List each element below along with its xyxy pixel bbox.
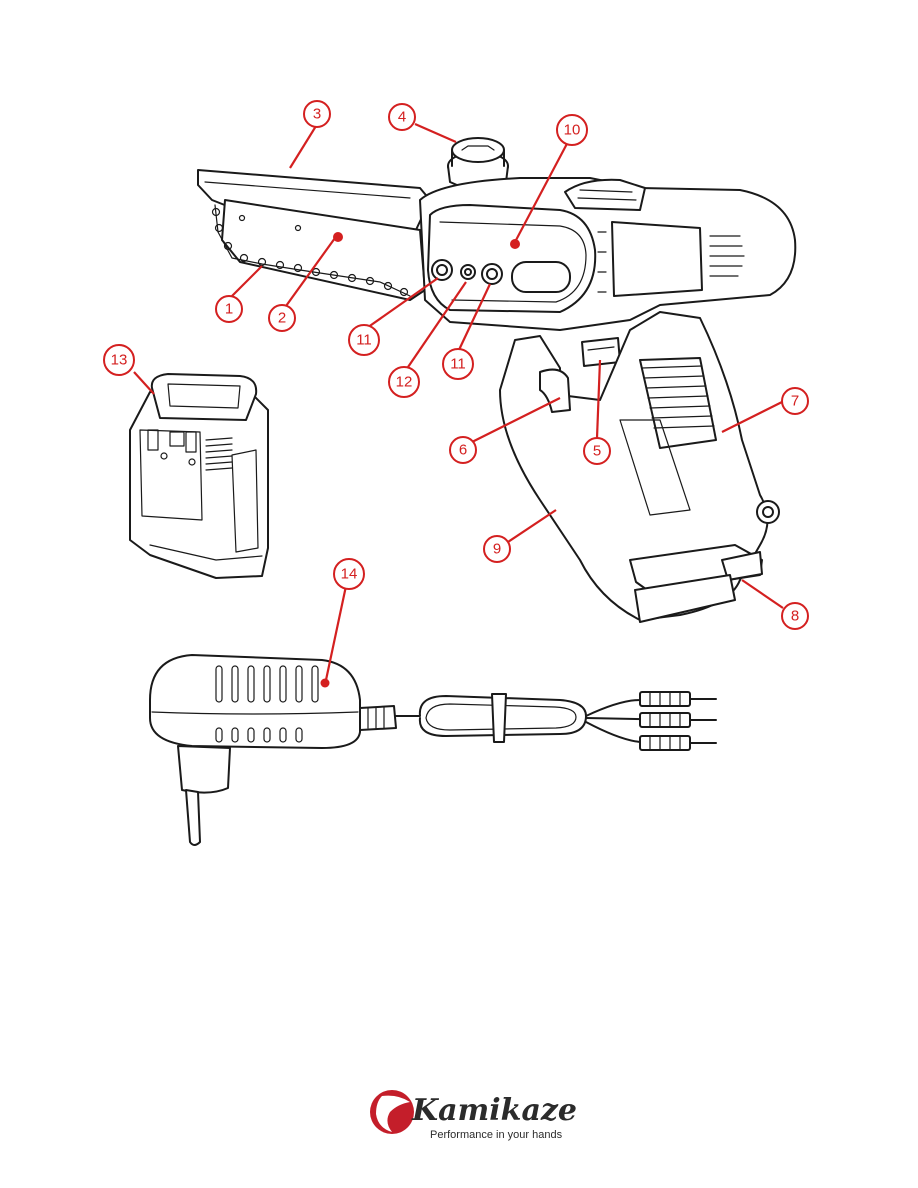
svg-text:14: 14 bbox=[341, 566, 358, 583]
chain bbox=[211, 204, 411, 297]
svg-text:9: 9 bbox=[493, 541, 501, 558]
svg-text:5: 5 bbox=[593, 443, 601, 460]
callout-2: 2 bbox=[268, 304, 296, 332]
brand-logo: Kamikaze Performance in your hands bbox=[370, 1090, 577, 1141]
charger-connectors bbox=[639, 691, 717, 751]
callout-6: 6 bbox=[449, 436, 477, 464]
brand-name: Kamikaze bbox=[411, 1093, 577, 1128]
svg-text:3: 3 bbox=[313, 106, 321, 123]
chainsaw-illustration bbox=[197, 137, 797, 623]
charger-vents bbox=[215, 665, 319, 743]
svg-text:8: 8 bbox=[791, 608, 799, 625]
svg-text:2: 2 bbox=[278, 310, 286, 327]
battery-illustration bbox=[129, 373, 269, 579]
svg-text:13: 13 bbox=[111, 352, 128, 369]
callout-14: 14 bbox=[333, 558, 365, 590]
motor-vents bbox=[709, 235, 745, 277]
handle-grip bbox=[639, 357, 717, 449]
callout-4: 4 bbox=[388, 103, 416, 131]
svg-text:12: 12 bbox=[396, 374, 413, 391]
callout-1: 1 bbox=[215, 295, 243, 323]
callout-11-left: 11 bbox=[348, 324, 380, 356]
callout-12: 12 bbox=[388, 366, 420, 398]
svg-text:4: 4 bbox=[398, 109, 406, 126]
callout-8: 8 bbox=[781, 602, 809, 630]
svg-text:11: 11 bbox=[450, 356, 466, 373]
svg-text:1: 1 bbox=[225, 301, 233, 318]
callout-7: 7 bbox=[781, 387, 809, 415]
callout-11-right: 11 bbox=[442, 348, 474, 380]
fixing-bolts bbox=[431, 259, 503, 285]
charger-illustration bbox=[149, 654, 717, 846]
svg-text:7: 7 bbox=[791, 393, 799, 410]
svg-text:10: 10 bbox=[564, 122, 581, 139]
callout-10: 10 bbox=[556, 114, 588, 146]
callout-badges: 1 2 3 4 5 6 7 8 9 10 11 11 12 13 14 bbox=[103, 100, 809, 630]
callout-3: 3 bbox=[303, 100, 331, 128]
callout-leaders bbox=[133, 122, 784, 688]
callout-5: 5 bbox=[583, 437, 611, 465]
svg-text:11: 11 bbox=[356, 332, 372, 349]
brand-tagline: Performance in your hands bbox=[430, 1129, 563, 1141]
svg-text:6: 6 bbox=[459, 442, 467, 459]
tension-knob bbox=[447, 137, 509, 190]
callout-13: 13 bbox=[103, 344, 135, 376]
callout-9: 9 bbox=[483, 535, 511, 563]
